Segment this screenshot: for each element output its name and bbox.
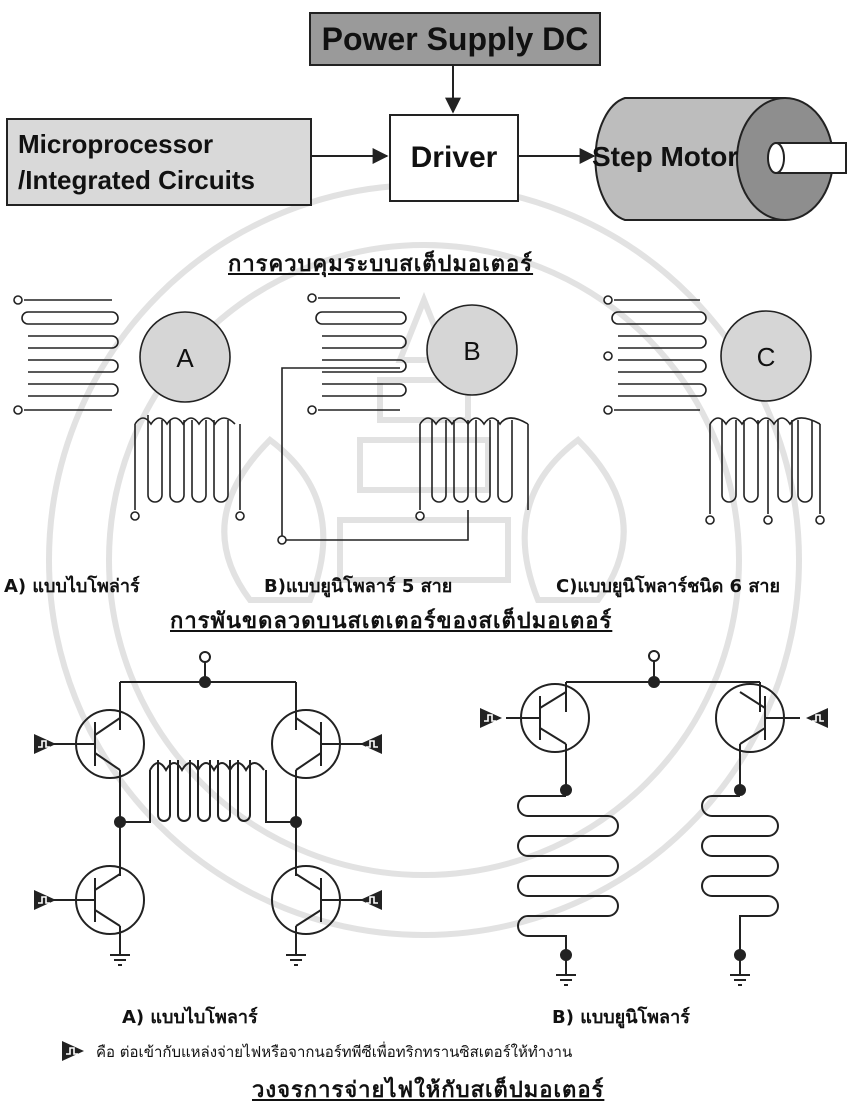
- unipolar-circuit: [506, 650, 800, 986]
- winding-c: [603, 295, 825, 525]
- rotor-c-label: C: [757, 342, 776, 372]
- trigger-pulse-icon: [479, 707, 503, 729]
- integrated-circuits-label: /Integrated Circuits: [18, 165, 255, 195]
- rotor-a-label: A: [176, 343, 194, 373]
- microprocessor-label: Microprocessor: [18, 129, 214, 159]
- trigger-pulse-icon: [33, 889, 57, 911]
- driver-box: Driver: [389, 114, 519, 202]
- title-power-circuit: วงจรการจ่ายไฟให้กับสเต็ปมอเตอร์: [252, 1078, 605, 1103]
- power-supply-box: Power Supply DC: [309, 12, 601, 66]
- trigger-pulse-icon: [33, 733, 57, 755]
- trigger-pulse-icon: [359, 733, 383, 755]
- microprocessor-box: Microprocessor /Integrated Circuits: [6, 118, 312, 206]
- winding-b: [277, 293, 529, 545]
- rotor-b-label: B: [463, 336, 480, 366]
- legend-pulse-icon: [61, 1040, 85, 1062]
- caption-winding-b: B)แบบยูนิโพลาร์ 5 สาย: [264, 576, 453, 597]
- caption-winding-c: C)แบบยูนิโพลาร์ชนิด 6 สาย: [556, 576, 780, 597]
- power-supply-label: Power Supply DC: [321, 20, 589, 57]
- title-winding: การพันขดลวดบนสเตเตอร์ของสเต็ปมอเตอร์: [170, 609, 613, 634]
- caption-circuit-a: A) แบบไบโพลาร์: [122, 1007, 258, 1028]
- step-motor-drawing: [594, 97, 847, 221]
- bipolar-circuit: [40, 651, 374, 966]
- trigger-pulse-icon: [805, 707, 829, 729]
- title-control-system: การควบคุมระบบสเต็ปมอเตอร์: [228, 252, 534, 277]
- winding-a: [13, 295, 245, 521]
- trigger-pulse-icon: [359, 889, 383, 911]
- caption-circuit-b: B) แบบยูนิโพลาร์: [552, 1007, 690, 1028]
- step-motor-label: Step Motor: [592, 141, 739, 172]
- legend-text: คือ ต่อเข้ากับแหล่งจ่ายไฟหรือจากนอร์ทพีซ…: [96, 1043, 573, 1061]
- caption-winding-a: A) แบบไบโพล่าร์: [4, 576, 140, 597]
- driver-label: Driver: [410, 141, 498, 174]
